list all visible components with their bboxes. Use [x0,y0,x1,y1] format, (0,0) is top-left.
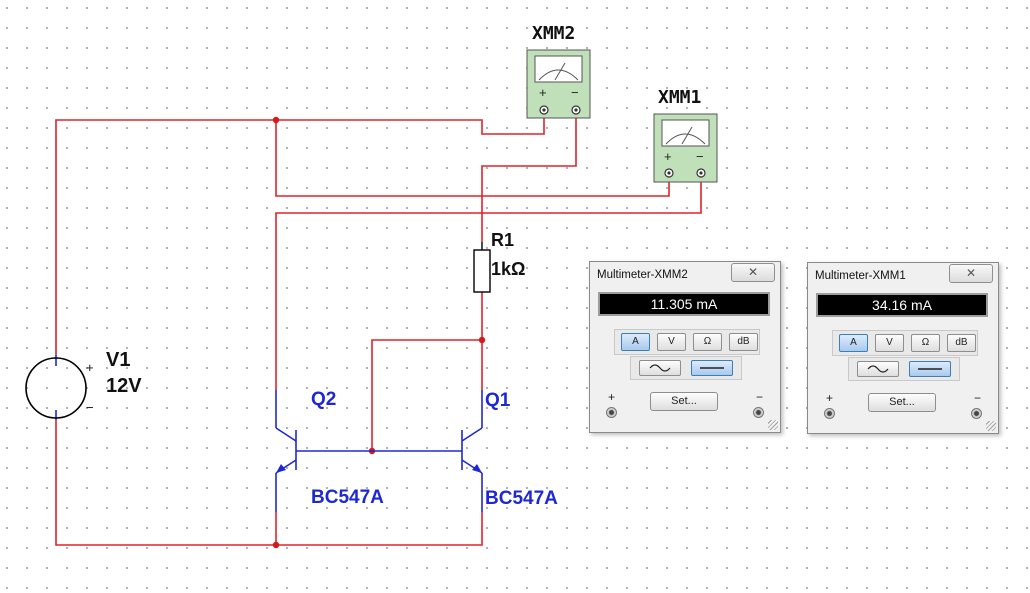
mode-button-group: A V Ω dB [832,330,978,356]
decibel-mode-button[interactable]: dB [729,333,758,351]
wire-xmm2-minus-to-r1[interactable] [481,110,577,242]
minus-terminal-label: − [756,390,764,404]
multimeter-xmm1-symbol[interactable]: + − [653,113,718,183]
plus-terminal-label: + [608,390,616,404]
sine-wave-icon [867,365,889,373]
junctions [272,116,486,549]
v1-minus-sign: − [86,400,94,415]
resize-grip[interactable] [986,421,996,431]
ammeter-mode-button[interactable]: A [621,333,650,351]
minus-terminal-label: − [974,391,982,405]
close-button[interactable]: ✕ [949,264,993,283]
xmm2-name-label: XMM2 [532,23,575,44]
wire-left-branch[interactable] [275,120,670,197]
q2-model-label: BC547A [311,487,384,508]
voltage-source-v1[interactable]: + − [25,355,94,420]
v1-value-label: 12V [106,375,142,397]
decibel-mode-button[interactable]: dB [947,334,976,352]
junction-r1 [478,336,486,344]
r1-name-label: R1 [491,230,514,250]
dc-line-icon [918,368,942,370]
dc-mode-button[interactable] [909,361,951,377]
q1-name-label: Q1 [485,390,511,411]
resistor-r1[interactable] [473,242,491,293]
ohmmeter-mode-button[interactable]: Ω [911,334,940,352]
plus-terminal[interactable] [824,408,835,419]
q1-model-label: BC547A [485,488,558,509]
transistor-q2[interactable] [275,390,372,512]
ohmmeter-mode-button[interactable]: Ω [693,333,722,351]
plus-terminal-label: + [826,391,834,405]
panel-title: Multimeter-XMM1 [815,270,906,282]
xmm2-minus-sign: − [571,85,579,100]
junction-top [272,116,280,124]
ac-mode-button[interactable] [857,361,899,377]
wires [55,110,702,546]
signal-type-group [630,356,742,380]
panel-titlebar[interactable]: Multimeter-XMM2 ✕ [590,262,780,288]
close-button[interactable]: ✕ [731,263,775,282]
set-button[interactable]: Set... [868,393,936,412]
xmm2-plus-sign: + [539,85,547,100]
multimeter-panel-xmm1[interactable]: Multimeter-XMM1 ✕ 34.16 mA A V Ω dB + Se… [807,262,999,434]
voltmeter-mode-button[interactable]: V [657,333,686,351]
reading-display: 11.305 mA [598,292,770,316]
mode-button-group: A V Ω dB [614,329,760,355]
wire-bottom-rail[interactable] [55,420,483,546]
transistor-q1[interactable] [372,390,483,512]
junction-bottom [272,541,280,549]
minus-terminal[interactable] [753,407,764,418]
minus-terminal[interactable] [971,408,982,419]
r1-value-label: 1kΩ [491,259,525,279]
wire-xmm1-minus-to-q2[interactable] [275,173,702,390]
q2-name-label: Q2 [311,389,336,410]
xmm1-minus-sign: − [696,149,704,164]
panel-title: Multimeter-XMM2 [597,269,688,281]
ac-mode-button[interactable] [639,360,681,376]
voltmeter-mode-button[interactable]: V [875,334,904,352]
set-button[interactable]: Set... [650,392,718,411]
reading-display: 34.16 mA [816,293,988,317]
wire-diode-connection[interactable] [371,339,482,451]
xmm1-plus-sign: + [664,149,672,164]
v1-plus-sign: + [86,360,94,375]
resize-grip[interactable] [768,420,778,430]
plus-terminal[interactable] [606,407,617,418]
multimeter-xmm2-symbol[interactable]: + − [526,49,591,119]
wire-top-rail[interactable] [55,110,545,355]
dc-mode-button[interactable] [691,360,733,376]
ammeter-mode-button[interactable]: A [839,334,868,352]
dc-line-icon [700,367,724,369]
sine-wave-icon [649,364,671,372]
multimeter-panel-xmm2[interactable]: Multimeter-XMM2 ✕ 11.305 mA A V Ω dB + S… [589,261,781,433]
panel-titlebar[interactable]: Multimeter-XMM1 ✕ [808,263,998,289]
xmm1-name-label: XMM1 [658,87,701,108]
signal-type-group [848,357,960,381]
v1-name-label: V1 [106,349,130,371]
